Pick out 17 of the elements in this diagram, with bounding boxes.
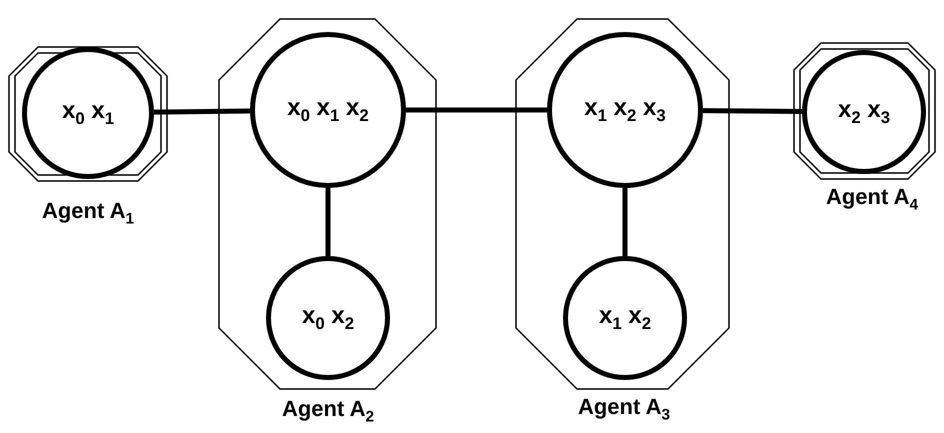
variable-set: x$_{0}$ x$_{1}$: [62, 97, 114, 129]
agent-label: Agent A$_{2}$: [282, 396, 374, 426]
variable-circle: [802, 50, 926, 174]
agent-label: Agent A$_{3}$: [578, 394, 670, 424]
variable-circle: [22, 47, 154, 179]
variable-set: x$_{2}$ x$_{3}$: [838, 96, 890, 128]
connector-line: [326, 188, 330, 256]
variable-set: x$_{1}$ x$_{2}$: [598, 302, 652, 334]
variable-set: x$_{1}$ x$_{2}$ x$_{3}$: [584, 94, 666, 126]
variable-set: x$_{0}$ x$_{1}$ x$_{2}$: [287, 94, 369, 126]
variable-set: x$_{0}$ x$_{2}$: [302, 302, 354, 334]
connector-line: [154, 108, 250, 115]
connector-line: [622, 188, 628, 256]
connector-line: [702, 108, 802, 114]
agent-label: Agent A$_{4}$: [826, 184, 918, 214]
connector-line: [406, 108, 547, 112]
agent-label: Agent A$_{1}$: [42, 198, 134, 228]
